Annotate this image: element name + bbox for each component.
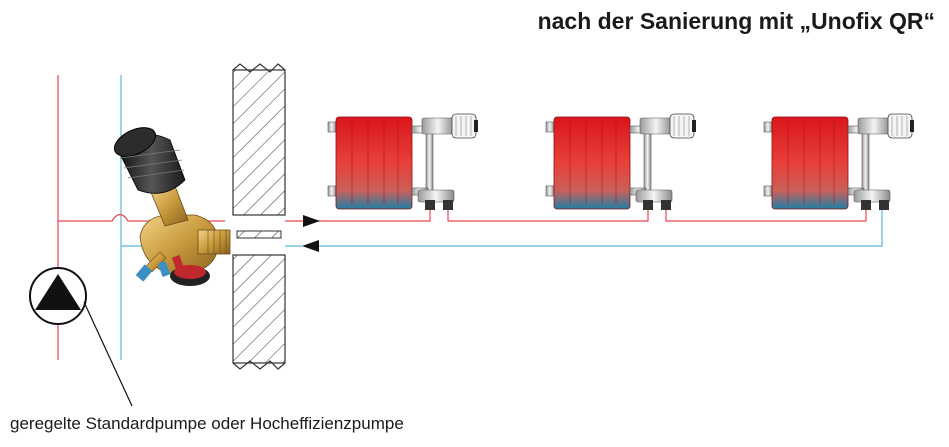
flow-arrow-icon: [303, 215, 320, 227]
thermostatic-head-icon: [451, 113, 477, 139]
radiator-icon: [327, 113, 478, 210]
thermostatic-head-icon: [887, 113, 913, 139]
thermostatic-head-icon: [669, 113, 695, 139]
diagram-title: nach der Sanierung mit „Unofix QR“: [537, 8, 935, 34]
pump-icon: [29, 267, 133, 407]
wall: [232, 63, 286, 370]
supply-line: [58, 210, 867, 227]
pump-caption: geregelte Standardpumpe oder Hocheffizie…: [10, 414, 404, 433]
return-line: [121, 210, 883, 252]
radiators: [327, 113, 914, 210]
radiator-icon: [545, 113, 696, 210]
pump-leader-line: [83, 301, 133, 407]
radiator-icon: [763, 113, 914, 210]
flow-arrow-icon: [302, 240, 319, 252]
balancing-valve-icon: [113, 127, 231, 286]
